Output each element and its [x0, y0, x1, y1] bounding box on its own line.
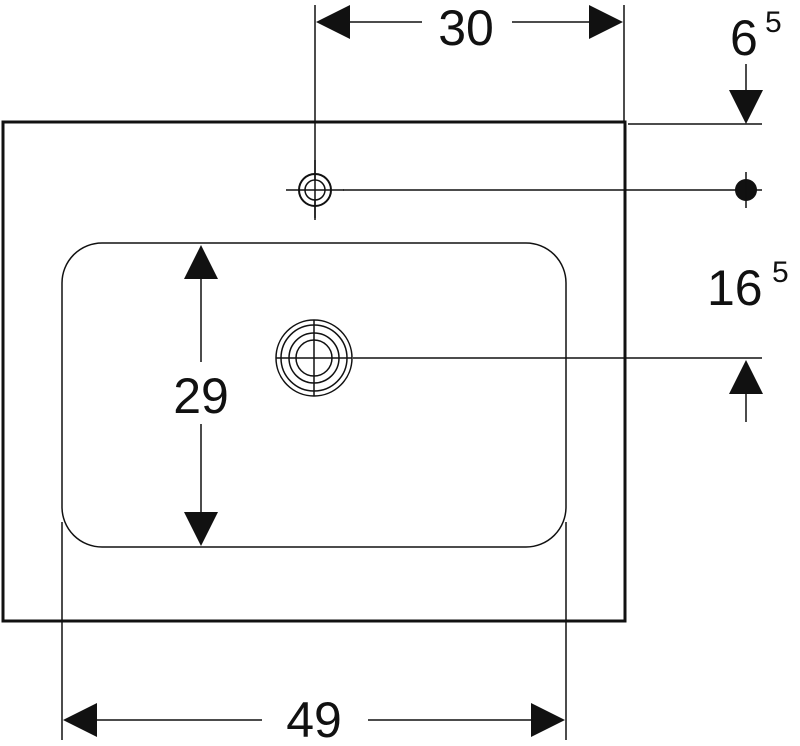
dimension-16-5-superscript: 5	[772, 256, 789, 289]
tap-hole-icon	[286, 160, 344, 220]
arrowhead-up-icon	[184, 245, 218, 279]
dimension-6-5-superscript: 5	[765, 6, 782, 39]
arrowhead-down-icon	[729, 90, 763, 124]
bowl-outline	[61, 242, 567, 548]
dimension-16-5-label: 16	[707, 260, 763, 316]
arrowhead-down-icon	[184, 512, 218, 546]
dimension-29-label: 29	[173, 368, 229, 424]
dimension-49-label: 49	[286, 692, 342, 746]
arrowhead-up-icon	[729, 360, 763, 394]
dimension-30: 30	[314, 0, 625, 218]
dimension-16-5-main: 16	[707, 260, 763, 316]
dimension-16-5: 16 5	[353, 256, 789, 422]
washbasin-outline	[1, 120, 627, 623]
dimension-29: 29	[173, 245, 229, 546]
reference-point-icon	[735, 172, 757, 208]
dimension-6-5-main: 6	[730, 10, 758, 66]
arrowhead-left-icon	[316, 5, 350, 39]
drain-icon	[275, 319, 353, 397]
dimension-30-label: 30	[438, 0, 494, 56]
dimension-49: 49	[61, 522, 567, 746]
arrowhead-left-icon	[63, 703, 97, 737]
dimension-6-5-label: 6	[730, 10, 758, 66]
dimension-6-5: 6 5	[628, 6, 782, 125]
arrowhead-right-icon	[531, 703, 565, 737]
arrowhead-right-icon	[589, 5, 623, 39]
